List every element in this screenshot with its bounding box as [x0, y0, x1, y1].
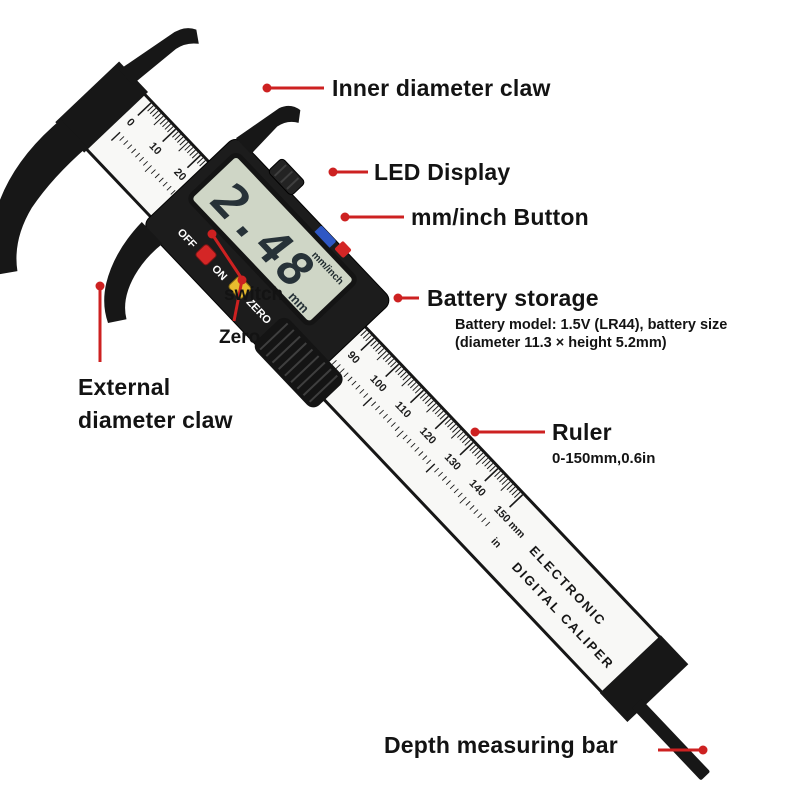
inner-claw-movable [235, 105, 301, 155]
lock-screw-ridge [273, 164, 287, 177]
external-claw-line2: diameter claw [78, 407, 233, 433]
caliper-head [55, 61, 149, 153]
battery-detail-line1: Battery model: 1.5V (LR44), battery size [455, 317, 728, 333]
label-mm-inch-button: mm/inch Button [411, 204, 589, 230]
external-claw-fixed [0, 119, 88, 275]
label-led-display: LED Display [374, 159, 511, 185]
power-switch-button[interactable] [195, 243, 218, 266]
label-external-diameter-claw: External diameter claw [78, 371, 233, 437]
lock-screw-ridge [286, 177, 300, 190]
label-switch: switch [224, 284, 284, 305]
label-battery-storage: Battery storage [427, 285, 599, 311]
battery-detail-line2: (diameter 11.3 × height 5.2mm) [455, 335, 667, 351]
annotation-connectors [95, 83, 708, 755]
inner-claw-fixed [118, 28, 199, 85]
lock-screw-ridge [280, 170, 294, 184]
lcd-display [188, 152, 357, 326]
label-inner-diameter-claw: Inner diameter claw [332, 75, 551, 101]
external-claw-line1: External [78, 374, 171, 400]
depth-bar-dot [698, 745, 708, 755]
label-ruler-range: 0-150mm,0.6in [552, 450, 656, 467]
label-depth-measuring-bar: Depth measuring bar [384, 732, 618, 758]
zero-line [232, 279, 244, 322]
label-ruler: Ruler [552, 419, 612, 445]
mm-inch-button[interactable] [313, 225, 336, 249]
depth-measuring-bar [632, 699, 710, 780]
battery-detail: Battery model: 1.5V (LR44), battery size… [455, 316, 727, 352]
beam-tip [599, 635, 689, 723]
label-zero: Zero [219, 327, 261, 348]
external-claw-movable [104, 221, 163, 323]
aux-red-button[interactable] [334, 241, 352, 259]
thumb-grip-ridges [259, 322, 338, 403]
switch-line [210, 233, 244, 280]
